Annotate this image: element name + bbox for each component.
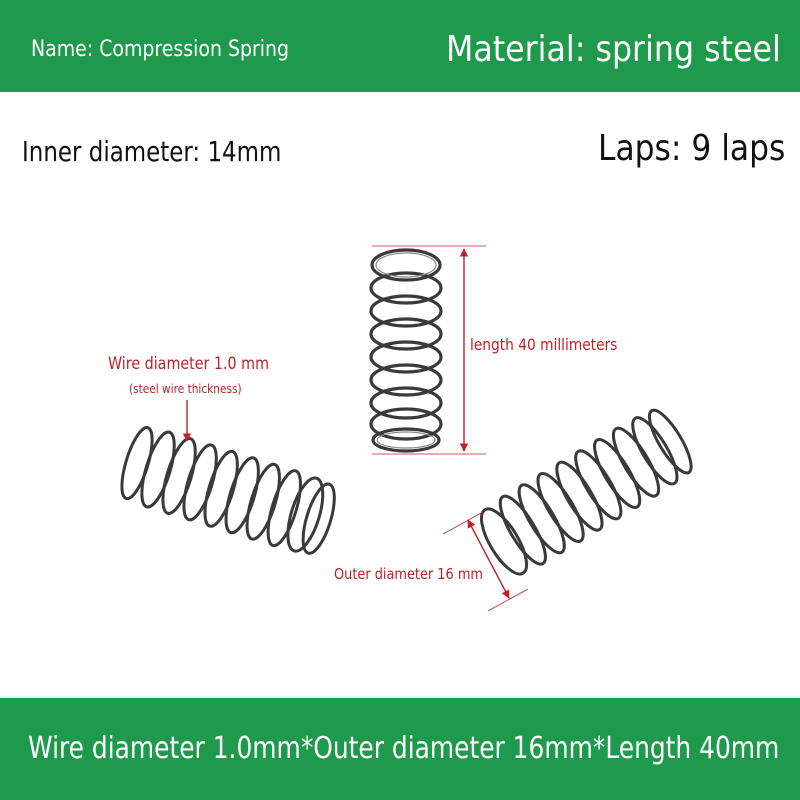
- wire-thickness-note: (steel wire thickness): [129, 382, 242, 396]
- dimension-arrow-icon: [372, 245, 486, 455]
- header-banner: Name: Compression Spring Material: sprin…: [0, 0, 800, 92]
- material-label: Material: spring steel: [446, 29, 781, 70]
- compression-spring-icon: [369, 248, 443, 453]
- inner-diameter-label: Inner diameter: 14mm: [22, 135, 282, 168]
- outer-diameter-annotation: Outer diameter 16 mm: [334, 565, 483, 583]
- dimension-arrow-icon: [442, 511, 529, 612]
- footer-banner: Wire diameter 1.0mm*Outer diameter 16mm*…: [0, 698, 800, 800]
- length-annotation: length 40 millimeters: [470, 335, 618, 354]
- product-name: Name: Compression Spring: [31, 37, 290, 62]
- wire-diameter-annotation: Wire diameter 1.0 mm: [108, 354, 270, 374]
- compression-spring-icon: [120, 426, 336, 555]
- spec-summary: Wire diameter 1.0mm*Outer diameter 16mm*…: [28, 731, 780, 766]
- compression-spring-icon: [479, 408, 693, 576]
- laps-label: Laps: 9 laps: [598, 128, 786, 169]
